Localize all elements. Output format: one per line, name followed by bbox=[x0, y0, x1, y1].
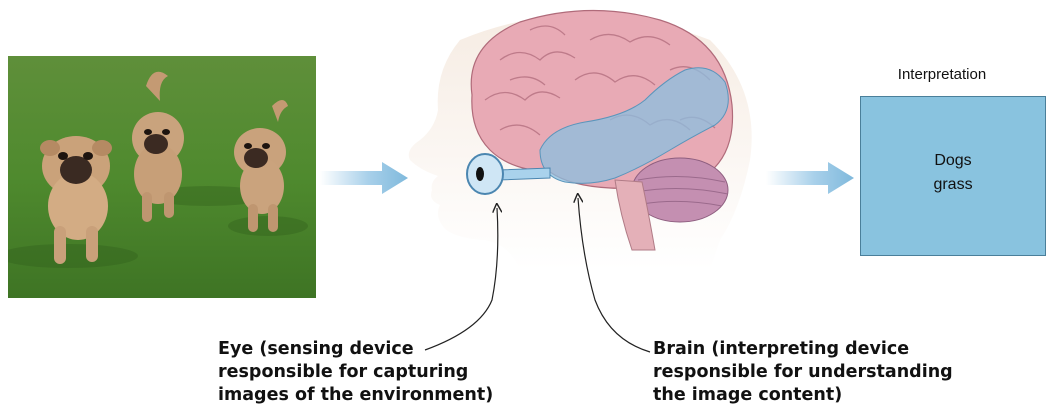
head-brain-illustration bbox=[380, 0, 780, 270]
eye-caption-line: Eye (sensing device bbox=[218, 338, 493, 361]
dogs-photo bbox=[8, 56, 316, 298]
eye-caption-line: images of the environment) bbox=[218, 384, 493, 407]
eye-caption: Eye (sensing device responsible for capt… bbox=[218, 338, 493, 407]
eye-icon bbox=[467, 154, 503, 194]
brain-caption-line: Brain (interpreting device bbox=[653, 338, 953, 361]
brain-caption: Brain (interpreting device responsible f… bbox=[653, 338, 953, 407]
eye-caption-line: responsible for capturing bbox=[218, 361, 493, 384]
interpretation-box: Dogs grass bbox=[860, 96, 1046, 256]
brain-caption-line: the image content) bbox=[653, 384, 953, 407]
brain-caption-line: responsible for understanding bbox=[653, 361, 953, 384]
interpretation-title: Interpretation bbox=[862, 66, 1022, 83]
interpretation-line: Dogs bbox=[861, 152, 1045, 170]
right-arrow-icon bbox=[766, 160, 856, 196]
interpretation-line: grass bbox=[861, 176, 1045, 194]
